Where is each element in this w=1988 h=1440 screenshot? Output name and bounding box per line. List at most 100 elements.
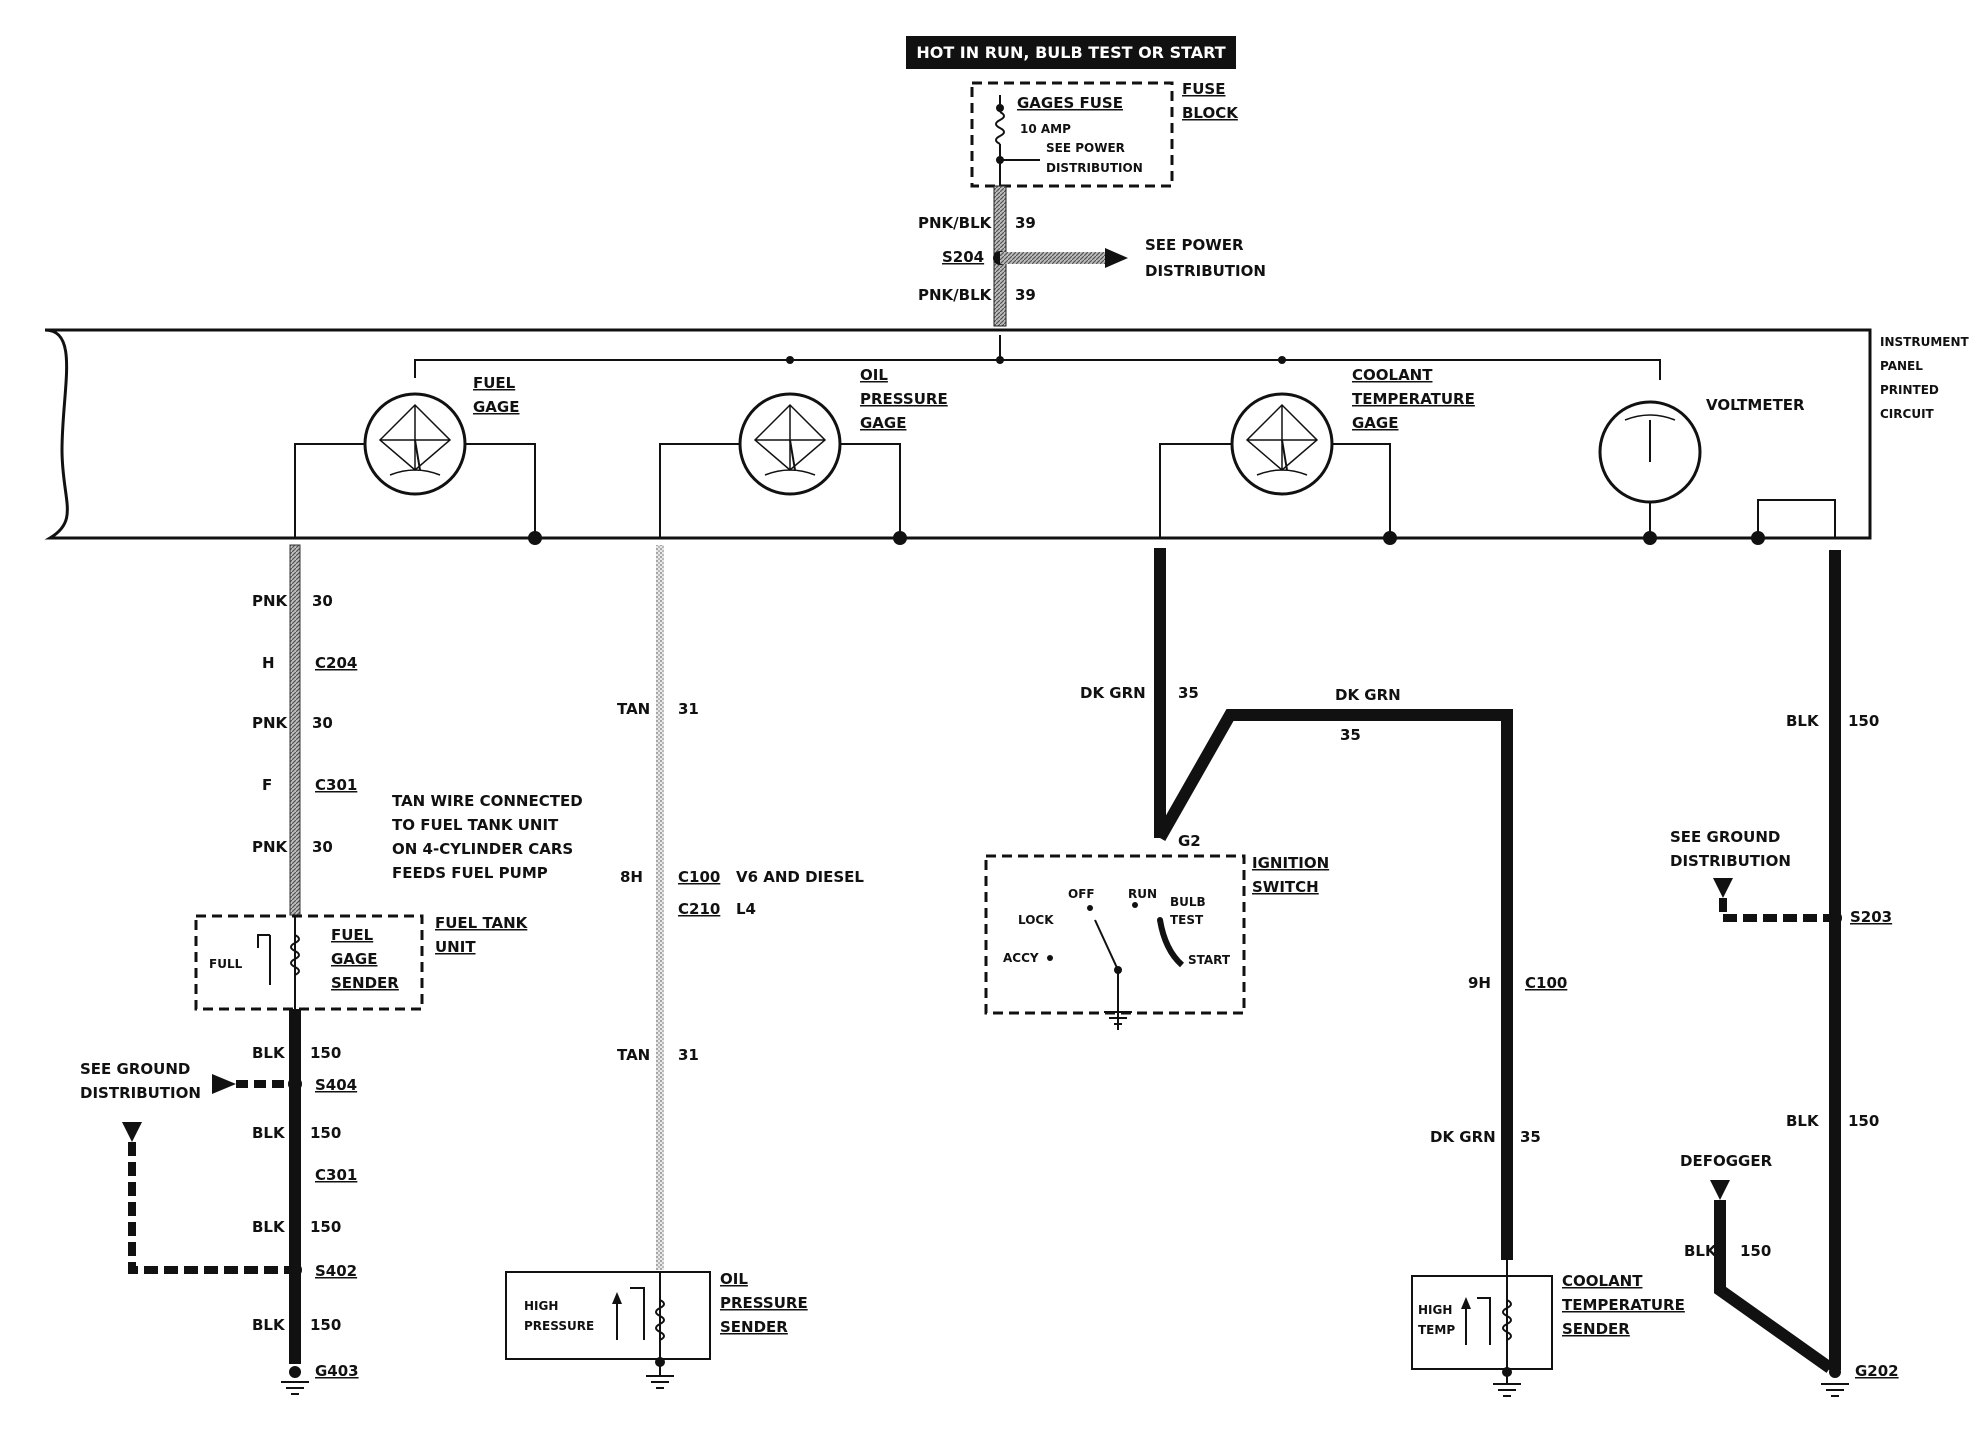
coolant-gage-label-3: GAGE — [1352, 414, 1398, 432]
fuse-see-power-1: SEE POWER — [1046, 141, 1125, 155]
coolant-sender-label-1: COOLANT — [1562, 1272, 1643, 1290]
fuel-w6-num: 150 — [310, 1218, 341, 1236]
fuel-sender-label-2: GAGE — [331, 950, 377, 968]
coolant-gage-label-2: TEMPERATURE — [1352, 390, 1475, 408]
feed-wire-top-num: 39 — [1015, 214, 1036, 232]
fuel-note-2: TO FUEL TANK UNIT — [392, 816, 559, 834]
fuel-gage-label-1: FUEL — [473, 374, 516, 392]
oil-gage-label-3: GAGE — [860, 414, 906, 432]
feed-arrow-icon — [1105, 248, 1128, 268]
fuel-circuit: PNK 30 H C204 PNK 30 F C301 PNK 30 TAN W… — [80, 544, 583, 1395]
fuel-c204: C204 — [315, 654, 357, 672]
fuel-c204-pin: H — [262, 654, 275, 672]
fuel-tank-unit-2: UNIT — [435, 938, 476, 956]
coolant-c100-pin: 9H — [1468, 974, 1491, 992]
volt-w3-num: 150 — [1740, 1242, 1771, 1260]
coolant-circuit: DK GRN 35 DK GRN 35 G2 IGNITION SWITCH O… — [984, 548, 1685, 1397]
fuel-w5-num: 150 — [310, 1124, 341, 1142]
fuel-w5-color: BLK — [252, 1124, 286, 1142]
oil-sender-high-1: HIGH — [524, 1299, 558, 1313]
coolant-c100: C100 — [1525, 974, 1567, 992]
fuel-sender-label-3: SENDER — [331, 974, 399, 992]
splice-s404: S404 — [315, 1076, 357, 1094]
volt-w3-color: BLK — [1684, 1242, 1718, 1260]
oil-sender-label-1: OIL — [720, 1270, 748, 1288]
ignition-label-1: IGNITION — [1252, 854, 1329, 872]
fuel-note-4: FEEDS FUEL PUMP — [392, 864, 548, 882]
oil-gage-label-1: OIL — [860, 366, 888, 384]
voltmeter-circuit: BLK 150 SEE GROUND DISTRIBUTION S203 BLK… — [1670, 550, 1899, 1397]
coolant-sender-high-2: TEMP — [1418, 1323, 1455, 1337]
ignition-accy: ACCY — [1003, 951, 1039, 965]
fuel-w1-num: 30 — [312, 592, 333, 610]
voltmeter-label: VOLTMETER — [1706, 396, 1805, 414]
oil-c100-note: V6 AND DIESEL — [736, 868, 864, 886]
feed-wire-bot-num: 39 — [1015, 286, 1036, 304]
ground-g202: G202 — [1855, 1362, 1899, 1380]
ground-icon — [646, 1357, 674, 1389]
splice-s402: S402 — [315, 1262, 357, 1280]
fuel-ground-dist-2: DISTRIBUTION — [80, 1084, 201, 1102]
oil-sender-high-2: PRESSURE — [524, 1319, 594, 1333]
fuel-w4-color: BLK — [252, 1044, 286, 1062]
oil-gage-label-2: PRESSURE — [860, 390, 948, 408]
volt-w2-num: 150 — [1848, 1112, 1879, 1130]
oil-c210: C210 — [678, 900, 720, 918]
fuel-note-3: ON 4-CYLINDER CARS — [392, 840, 573, 858]
splice-s204: S204 — [942, 248, 984, 266]
feed-wire: PNK/BLK 39 S204 PNK/BLK 39 SEE POWER DIS… — [918, 185, 1266, 327]
fuel-tank-unit-1: FUEL TANK — [435, 914, 529, 932]
coolant-g2: G2 — [1178, 832, 1201, 850]
ignition-bulb: BULB — [1170, 895, 1206, 909]
oil-c100: C100 — [678, 868, 720, 886]
oil-w1-num: 31 — [678, 700, 699, 718]
feed-wire-top-color: PNK/BLK — [918, 214, 993, 232]
ignition-lock: LOCK — [1018, 913, 1054, 927]
fuel-w3-num: 30 — [312, 838, 333, 856]
coolant-gage-label-1: COOLANT — [1352, 366, 1433, 384]
oil-w2-num: 31 — [678, 1046, 699, 1064]
oil-sender-label-3: SENDER — [720, 1318, 788, 1336]
fuel-w4-num: 150 — [310, 1044, 341, 1062]
fuse-see-power-2: DISTRIBUTION — [1046, 161, 1143, 175]
fuel-w7-num: 150 — [310, 1316, 341, 1334]
ground-g403: G403 — [315, 1362, 359, 1380]
defogger-label: DEFOGGER — [1680, 1152, 1773, 1170]
volt-ground-dist-2: DISTRIBUTION — [1670, 852, 1791, 870]
coolant-sender-label-2: TEMPERATURE — [1562, 1296, 1685, 1314]
ground-icon — [1104, 1011, 1132, 1025]
fuse-rating: 10 AMP — [1020, 122, 1071, 136]
fuse-block-label-2: BLOCK — [1182, 104, 1239, 122]
feed-see-power-1: SEE POWER — [1145, 236, 1244, 254]
fuel-w1-color: PNK — [252, 592, 289, 610]
panel-label-3: PRINTED — [1880, 383, 1939, 397]
oil-c210-note: L4 — [736, 900, 756, 918]
oil-w2-color: TAN — [617, 1046, 650, 1064]
power-header-label: HOT IN RUN, BULB TEST OR START — [916, 43, 1225, 62]
fuel-w6-color: BLK — [252, 1218, 286, 1236]
fuse-name: GAGES FUSE — [1017, 94, 1123, 112]
coolant-w2-color: DK GRN — [1335, 686, 1401, 704]
oil-w1-color: TAN — [617, 700, 650, 718]
fuel-sender-label-1: FUEL — [331, 926, 374, 944]
power-header: HOT IN RUN, BULB TEST OR START — [906, 36, 1236, 69]
ground-icon — [281, 1381, 309, 1395]
panel-label-1: INSTRUMENT — [1880, 335, 1970, 349]
volt-w2-color: BLK — [1786, 1112, 1820, 1130]
fuel-c301-pin: F — [262, 776, 272, 794]
coolant-w1-num: 35 — [1178, 684, 1199, 702]
feed-see-power-2: DISTRIBUTION — [1145, 262, 1266, 280]
fuse-block: GAGES FUSE 10 AMP SEE POWER DISTRIBUTION… — [970, 80, 1239, 188]
ignition-off: OFF — [1068, 887, 1095, 901]
volt-w1-color: BLK — [1786, 712, 1820, 730]
volt-w1-num: 150 — [1848, 712, 1879, 730]
feed-wire-bot-color: PNK/BLK — [918, 286, 993, 304]
coolant-w1-color: DK GRN — [1080, 684, 1146, 702]
oil-pressure-gage: OIL PRESSURE GAGE — [659, 366, 948, 545]
fuse-block-label-1: FUSE — [1182, 80, 1225, 98]
fuel-w2-num: 30 — [312, 714, 333, 732]
ground-icon — [1821, 1383, 1849, 1397]
volt-ground-dist-1: SEE GROUND — [1670, 828, 1780, 846]
fuel-gage: FUEL GAGE — [294, 374, 542, 545]
